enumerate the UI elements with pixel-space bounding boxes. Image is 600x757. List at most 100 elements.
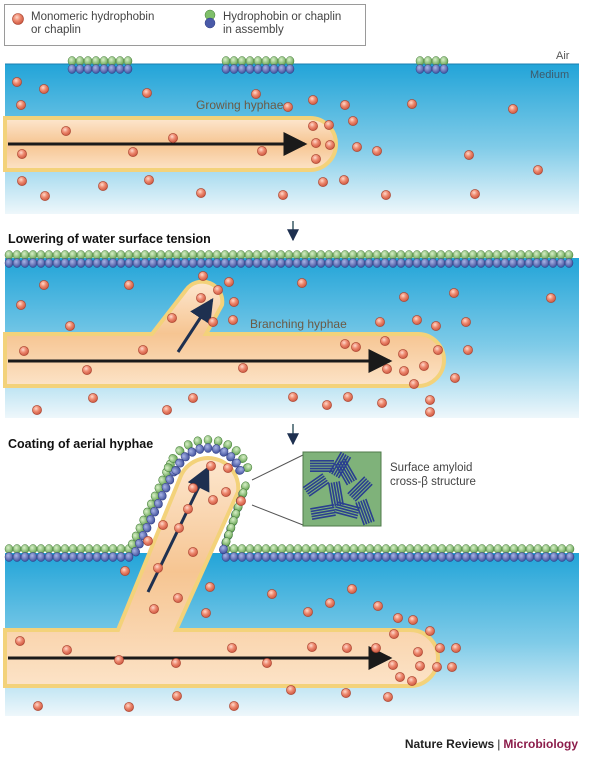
monomer-particle bbox=[461, 317, 470, 326]
monomer-particle bbox=[33, 701, 42, 710]
monomer-particle bbox=[143, 536, 152, 545]
monomer-particle bbox=[348, 116, 357, 125]
monomer-particle bbox=[32, 405, 41, 414]
monomer-particle bbox=[208, 495, 217, 504]
monomer-particle bbox=[388, 660, 397, 669]
monomer-particle bbox=[238, 363, 247, 372]
monomer-particle bbox=[283, 102, 292, 111]
monomer-particle bbox=[399, 366, 408, 375]
monomer-particle bbox=[257, 146, 266, 155]
monomer-particle bbox=[65, 321, 74, 330]
stage-title-2: Lowering of water surface tension bbox=[8, 232, 211, 246]
monomer-particle bbox=[206, 461, 215, 470]
monomer-particle bbox=[162, 405, 171, 414]
monomer-particle bbox=[377, 398, 386, 407]
air-label: Air bbox=[556, 50, 569, 62]
monomer-particle bbox=[419, 361, 428, 370]
monomer-particle bbox=[371, 643, 380, 652]
monomer-particle bbox=[373, 601, 382, 610]
monomer-particle bbox=[167, 313, 176, 322]
surface-assembly-panel-3 bbox=[5, 545, 574, 562]
monomer-particle bbox=[229, 701, 238, 710]
assembly-unit bbox=[218, 536, 231, 555]
monomer-particle bbox=[297, 278, 306, 287]
monomer-particle bbox=[322, 400, 331, 409]
monomer-particle bbox=[196, 293, 205, 302]
monomer-particle bbox=[120, 566, 129, 575]
publication-credit: Nature Reviews|Microbiology bbox=[405, 737, 578, 751]
monomer-particle bbox=[88, 393, 97, 402]
monomer-particle bbox=[308, 121, 317, 130]
monomer-particle bbox=[221, 487, 230, 496]
legend: Monomeric hydrophobin or chaplin Hydroph… bbox=[4, 4, 366, 46]
monomer-particle bbox=[325, 598, 334, 607]
monomer-particle bbox=[173, 593, 182, 602]
monomer-particle bbox=[352, 142, 361, 151]
monomer-particle bbox=[98, 181, 107, 190]
monomer-particle bbox=[208, 317, 217, 326]
monomer-particle bbox=[318, 177, 327, 186]
monomer-particle bbox=[168, 133, 177, 142]
monomer-particle bbox=[407, 99, 416, 108]
monomer-particle bbox=[171, 658, 180, 667]
panel-growing-hyphae bbox=[5, 57, 579, 215]
assembly-legend-icon bbox=[203, 9, 217, 29]
monomer-particle bbox=[227, 643, 236, 652]
monomer-particle bbox=[16, 100, 25, 109]
monomer-particle bbox=[389, 629, 398, 638]
monomer-particle bbox=[205, 582, 214, 591]
monomer-particle bbox=[398, 349, 407, 358]
monomer-particle bbox=[158, 520, 167, 529]
monomer-particle bbox=[128, 147, 137, 156]
monomer-particle bbox=[546, 293, 555, 302]
monomer-particle bbox=[262, 658, 271, 667]
monomer-particle bbox=[61, 126, 70, 135]
medium-label: Medium bbox=[530, 69, 569, 81]
monomer-particle bbox=[196, 188, 205, 197]
monomer-particle bbox=[188, 483, 197, 492]
monomer-particle bbox=[307, 642, 316, 651]
monomer-particle bbox=[303, 607, 312, 616]
monomer-particle bbox=[347, 584, 356, 593]
monomer-particle bbox=[408, 615, 417, 624]
monomer-particle bbox=[82, 365, 91, 374]
monomer-particle bbox=[425, 407, 434, 416]
monomer-particle bbox=[412, 315, 421, 324]
monomer-particle bbox=[267, 589, 276, 598]
monomer-particle bbox=[415, 661, 424, 670]
monomer-particle bbox=[449, 288, 458, 297]
monomer-particle bbox=[144, 175, 153, 184]
monomer-particle bbox=[223, 463, 232, 472]
monomer-particle bbox=[339, 175, 348, 184]
monomer-particle bbox=[62, 645, 71, 654]
monomer-particle bbox=[324, 120, 333, 129]
monomer-particle bbox=[16, 300, 25, 309]
monomer-particle bbox=[435, 643, 444, 652]
monomer-particle bbox=[114, 655, 123, 664]
monomer-particle bbox=[447, 662, 456, 671]
monomer-particle bbox=[311, 138, 320, 147]
monomer-particle bbox=[236, 496, 245, 505]
monomer-particle bbox=[343, 392, 352, 401]
amyloid-inset-label: Surface amyloid cross-β structure bbox=[390, 461, 510, 489]
monomer-particle bbox=[451, 643, 460, 652]
monomer-particle bbox=[533, 165, 542, 174]
monomer-particle bbox=[325, 140, 334, 149]
monomer-particle bbox=[288, 392, 297, 401]
monomer-particle bbox=[17, 176, 26, 185]
monomer-particle bbox=[228, 315, 237, 324]
surface-assembly-panel-2 bbox=[5, 251, 573, 268]
monomer-particle bbox=[183, 504, 192, 513]
monomer-particle bbox=[470, 189, 479, 198]
monomer-particle bbox=[39, 84, 48, 93]
monomer-particle bbox=[433, 345, 442, 354]
monomer-particle bbox=[188, 547, 197, 556]
monomer-particle bbox=[142, 88, 151, 97]
stage-title-3: Coating of aerial hyphae bbox=[8, 437, 153, 451]
monomer-particle bbox=[399, 292, 408, 301]
monomer-particle bbox=[380, 336, 389, 345]
monomer-particle bbox=[342, 643, 351, 652]
panel-branching-hyphae bbox=[5, 251, 579, 419]
monomer-particle bbox=[340, 339, 349, 348]
